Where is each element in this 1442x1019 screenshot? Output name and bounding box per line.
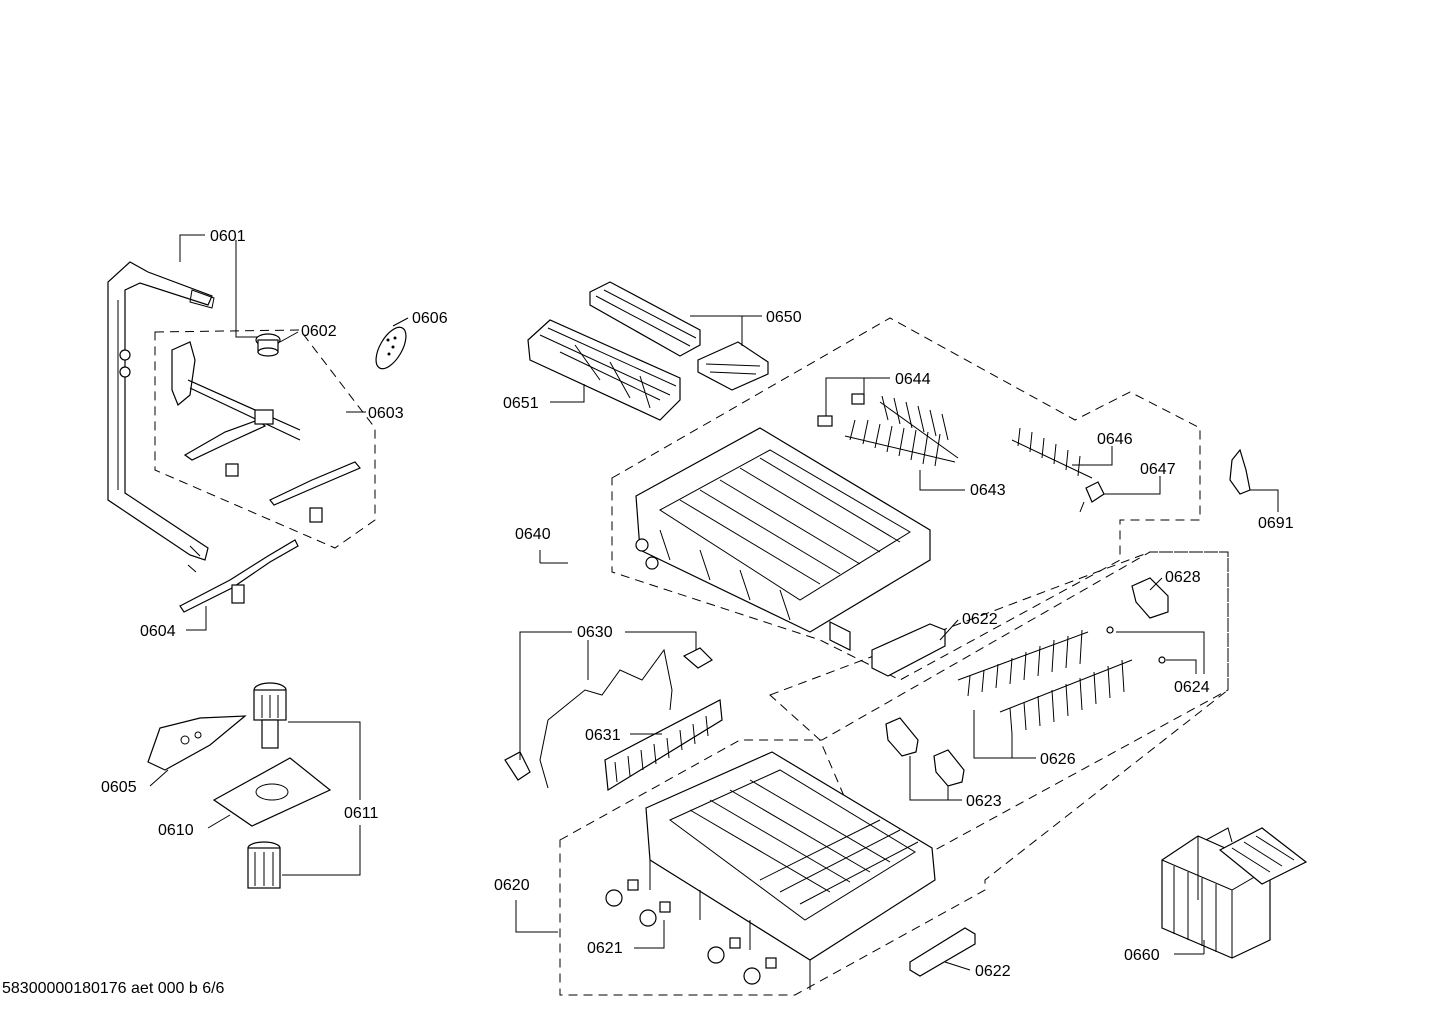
callout-0624: 0624 — [1174, 679, 1210, 696]
callout-0640: 0640 — [515, 526, 551, 543]
cutlery-rack-0650 — [589, 281, 769, 391]
lower-spray-arm-part — [179, 539, 299, 613]
clips-part-0623 — [885, 717, 965, 787]
group-box-lower-basket — [559, 551, 1229, 996]
label-0605: 0605 — [101, 769, 169, 796]
callout-0651: 0651 — [503, 395, 539, 412]
label-0640: 0640 — [515, 526, 568, 564]
label-0660: 0660 — [1124, 940, 1205, 964]
callout-0626: 0626 — [1040, 751, 1076, 768]
label-0606: 0606 — [392, 310, 448, 327]
callout-0622-lower: 0622 — [975, 963, 1011, 980]
label-0643: 0643 — [919, 470, 1006, 499]
callout-0650: 0650 — [766, 309, 802, 326]
label-0631: 0631 — [585, 727, 662, 744]
label-0601: 0601 — [179, 228, 260, 338]
label-0626: 0626 — [973, 710, 1076, 768]
callout-0603: 0603 — [368, 405, 404, 422]
clip-part-0644 — [817, 393, 865, 427]
callout-0646: 0646 — [1097, 431, 1133, 448]
label-0603: 0603 — [346, 405, 404, 422]
label-0604: 0604 — [140, 606, 207, 640]
cylinder-filter-part — [247, 682, 287, 889]
label-0623: 0623 — [909, 756, 1002, 810]
callout-0602: 0602 — [301, 323, 337, 340]
tine-strip-part-0646 — [1011, 427, 1093, 479]
label-0650: 0650 — [690, 309, 802, 346]
label-0691: 0691 — [1250, 489, 1294, 532]
callout-0604: 0604 — [140, 623, 176, 640]
label-0651: 0651 — [503, 384, 585, 412]
label-0602: 0602 — [279, 323, 337, 343]
callout-0622-upper: 0622 — [962, 611, 998, 628]
callout-0644: 0644 — [895, 371, 931, 388]
callout-0605: 0605 — [101, 779, 137, 796]
callout-0610: 0610 — [158, 822, 194, 839]
upper-spray-arm-assembly — [171, 341, 361, 523]
label-0644: 0644 — [825, 371, 931, 416]
callout-0691: 0691 — [1258, 515, 1294, 532]
lower-basket-part — [645, 751, 936, 990]
label-0630: 0630 — [519, 624, 697, 760]
group-box-lower-accessories — [769, 551, 1229, 881]
supply-pipe-part — [107, 261, 215, 573]
callout-0601: 0601 — [210, 228, 246, 245]
label-0622-lower: 0622 — [944, 961, 1011, 980]
label-0628: 0628 — [1149, 569, 1201, 591]
callout-0631: 0631 — [585, 727, 621, 744]
trim-part-0622-lower — [909, 927, 976, 977]
group-box-0603 — [154, 329, 376, 549]
group-box-upper-basket — [611, 317, 1201, 681]
nut-part — [255, 333, 281, 357]
callout-0620: 0620 — [494, 877, 530, 894]
tine-row-part-0631 — [604, 699, 723, 792]
cutlery-tray-0651 — [527, 319, 681, 421]
callout-0630: 0630 — [577, 624, 613, 641]
lever-part-0691 — [1229, 448, 1251, 495]
pins-part-0624 — [1106, 626, 1166, 664]
upper-basket-part — [635, 427, 931, 651]
label-0620: 0620 — [494, 877, 558, 933]
callout-0606: 0606 — [412, 310, 448, 327]
label-0621: 0621 — [587, 920, 665, 957]
callout-0623: 0623 — [966, 793, 1002, 810]
label-0610: 0610 — [158, 814, 231, 839]
label-0622-upper: 0622 — [939, 611, 998, 641]
cover-part — [147, 715, 247, 771]
wheels-part-0621 — [605, 879, 777, 985]
tine-rack-part-0626 — [957, 629, 1133, 735]
label-0647: 0647 — [1104, 461, 1176, 495]
callout-0647: 0647 — [1140, 461, 1176, 478]
holder-part-0647 — [1079, 481, 1105, 513]
document-id-footer: 58300000180176 aet 000 b 6/6 — [2, 980, 225, 997]
callout-0660: 0660 — [1124, 947, 1160, 964]
callout-0628: 0628 — [1165, 569, 1201, 586]
trim-part-0622-upper — [871, 623, 946, 677]
callout-0621: 0621 — [587, 940, 623, 957]
callout-0611: 0611 — [344, 805, 379, 822]
label-0624: 0624 — [1116, 631, 1210, 696]
flat-filter-part — [212, 757, 332, 827]
callout-0643: 0643 — [970, 482, 1006, 499]
tine-rack-part-0643 — [844, 395, 959, 467]
label-0646: 0646 — [1072, 431, 1133, 466]
filter-disc-part — [375, 326, 407, 370]
wire-part-0630 — [504, 647, 713, 789]
cutlery-basket-part-0660 — [1161, 827, 1308, 959]
label-0611: 0611 — [282, 721, 379, 876]
bracket-part-0628 — [1131, 577, 1169, 619]
